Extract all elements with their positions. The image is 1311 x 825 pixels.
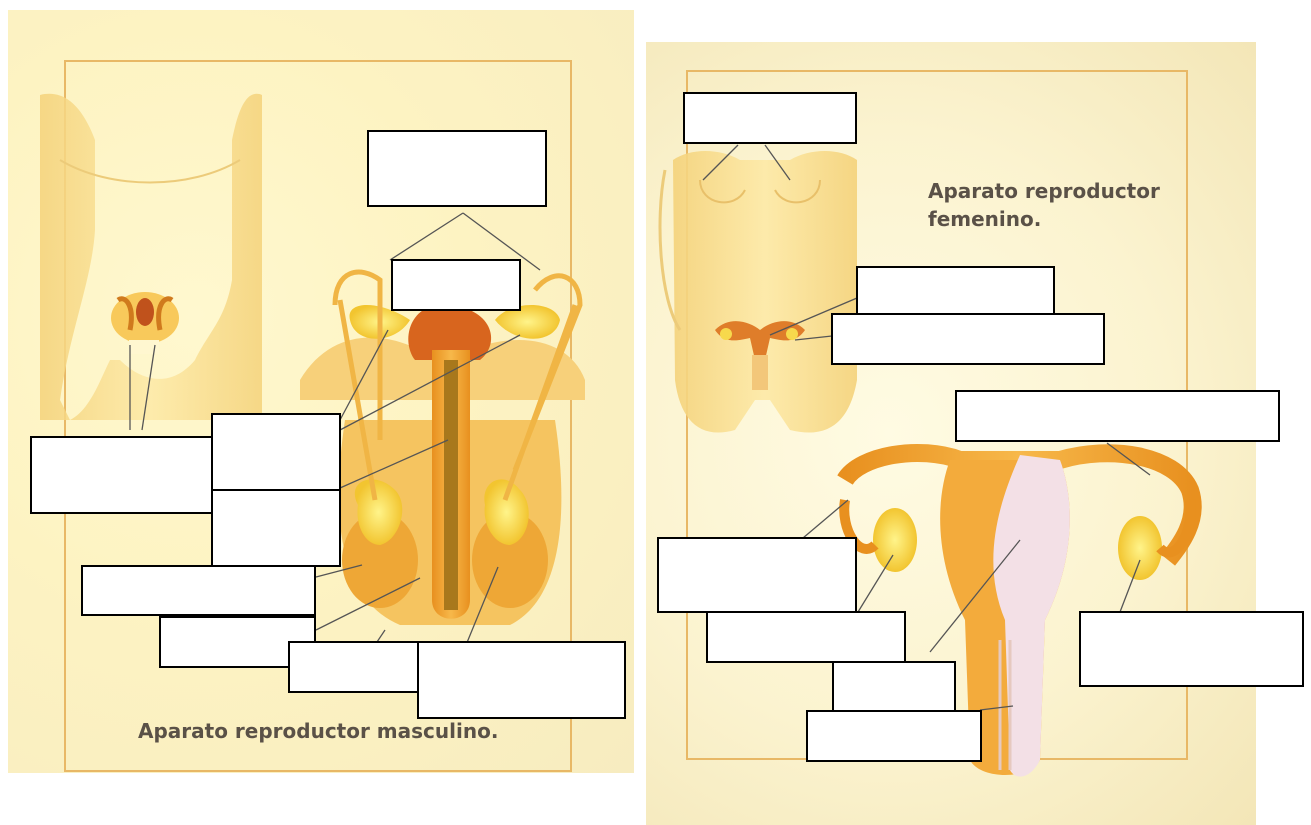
male-label-box-6[interactable] (81, 565, 316, 616)
male-label-box-9[interactable] (417, 641, 626, 719)
male-anatomy-icon (300, 272, 585, 625)
female-label-box-4[interactable] (955, 390, 1280, 442)
female-torso-silhouette (660, 151, 857, 433)
female-label-box-1[interactable] (683, 92, 857, 144)
female-label-box-7[interactable] (832, 661, 956, 713)
male-label-box-3[interactable] (30, 436, 213, 514)
male-label-box-5[interactable] (211, 489, 341, 567)
male-label-box-8[interactable] (288, 641, 420, 693)
female-label-box-5[interactable] (657, 537, 857, 613)
male-label-box-2[interactable] (391, 259, 521, 311)
male-label-box-1[interactable] (367, 130, 547, 207)
female-label-box-2[interactable] (856, 266, 1055, 318)
female-label-box-8[interactable] (806, 710, 982, 762)
female-label-box-3[interactable] (831, 313, 1105, 365)
female-label-box-9[interactable] (1079, 611, 1304, 687)
male-label-box-4[interactable] (211, 413, 341, 491)
female-label-box-6[interactable] (706, 611, 906, 663)
male-small-organs-icon (111, 292, 179, 354)
